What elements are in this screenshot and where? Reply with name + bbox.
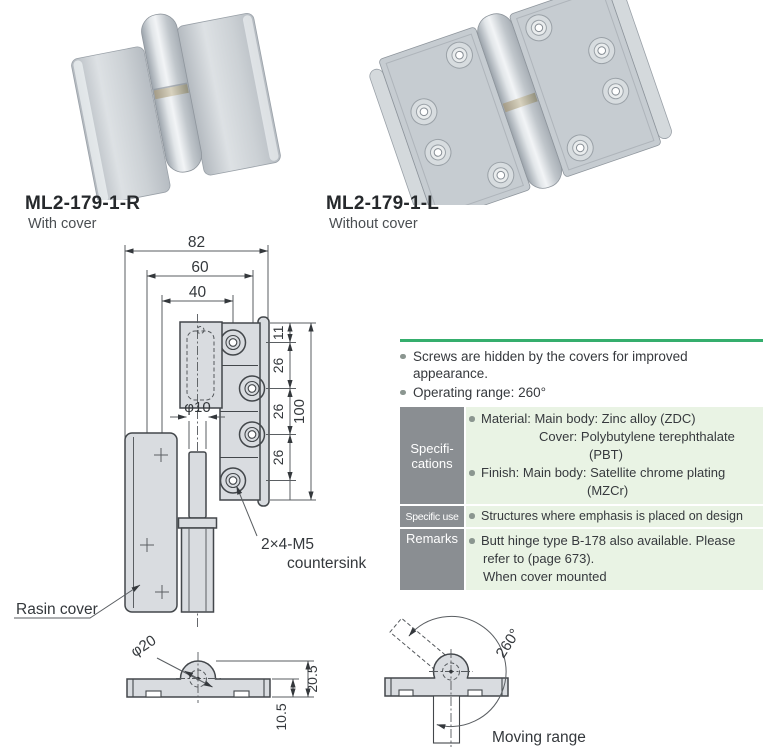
product-label-right: ML2-179-1-L Without cover [326, 193, 439, 232]
spec-label-specific-use: Specific use [400, 506, 464, 527]
note-screws-line1: Screws are hidden by the covers for impr… [413, 348, 688, 364]
dim-20-5-label: 20.5 [304, 665, 320, 692]
product-photo-without-cover [369, 0, 672, 205]
dim-11-label: 11 [270, 325, 286, 340]
bullet-icon [469, 410, 481, 428]
bullet-icon [400, 348, 413, 383]
remarks-line3: When cover mounted [483, 569, 607, 584]
dia-10-label: φ10 [184, 399, 210, 416]
notes-list: Screws are hidden by the covers for impr… [400, 348, 763, 402]
spec-cell-remarks: Butt hinge type B-178 also available. Pl… [466, 529, 763, 590]
note-operating-range-text: Operating range: 260° [413, 384, 546, 400]
bullet-icon [469, 507, 481, 525]
product-photo-with-cover [71, 12, 281, 200]
dim-82-label: 82 [188, 234, 205, 251]
center-marks [140, 448, 169, 599]
note-screws: Screws are hidden by the covers for impr… [400, 348, 763, 383]
dia-20-label: φ20 [128, 632, 159, 661]
spec-label-line2: cations [411, 455, 453, 471]
model-caption-left: With cover [28, 216, 97, 232]
screw-callout-line2: countersink [287, 555, 367, 572]
spec-label-specifications: Specifi- cations [400, 407, 464, 504]
angle-260-label: 260° [493, 626, 524, 661]
spec-cell-specific-use: Structures where emphasis is placed on d… [466, 506, 763, 527]
hinge-without-cover-illustration [369, 0, 672, 205]
bullet-icon [469, 532, 481, 550]
screw-bosses [410, 14, 630, 189]
note-operating-range: Operating range: 260° [400, 384, 763, 402]
spec-finish-line2: (MZCr) [587, 483, 629, 498]
dim-26c-label: 26 [270, 450, 286, 466]
screw-holes [219, 329, 266, 494]
moving-range-label: Moving range [492, 729, 586, 746]
hinge-with-cover-illustration [71, 12, 281, 200]
model-number-right: ML2-179-1-L [326, 193, 440, 214]
technical-drawing: .o{stroke:#43474b;stroke-width:1.5;fill:… [14, 234, 586, 747]
spec-table: Specifi- cations Material: Main body: Zi… [400, 407, 763, 590]
info-panel: Screws are hidden by the covers for impr… [400, 339, 763, 590]
accent-rule [400, 339, 763, 342]
specific-use-text: Structures where emphasis is placed on d… [481, 509, 743, 523]
dim-60-label: 60 [191, 259, 209, 276]
dim-26a-label: 26 [270, 358, 286, 374]
bottom-view: φ20 20.5 10.5 [126, 632, 320, 731]
dim-40-label: 40 [189, 284, 207, 301]
bullet-icon [469, 464, 481, 482]
dim-26b-label: 26 [270, 404, 286, 420]
dim-10-5-label: 10.5 [273, 703, 289, 730]
spec-material-line1: Material: Main body: Zinc alloy (ZDC) [469, 410, 763, 428]
spec-label-remarks: Remarks [400, 529, 464, 590]
dim-100-label: 100 [291, 399, 308, 424]
note-screws-line2: appearance. [413, 366, 489, 381]
spec-finish-line1: Finish: Main body: Satellite chrome plat… [469, 464, 763, 482]
moving-range-view: 260° Moving range [384, 615, 586, 747]
remarks-line2: refer to (page 673). [483, 551, 595, 566]
spec-material-line3: (PBT) [589, 447, 623, 462]
remarks-line1: Butt hinge type B-178 also available. Pl… [469, 532, 763, 550]
model-caption-right: Without cover [329, 216, 418, 232]
bullet-icon [400, 384, 413, 402]
model-number-left: ML2-179-1-R [25, 193, 141, 214]
screw-callout-line1: 2×4-M5 [261, 536, 314, 553]
spec-material-line2: Cover: Polybutylene terephthalate [539, 429, 735, 444]
product-label-left: ML2-179-1-R With cover [25, 193, 140, 232]
front-view: 82 60 40 [14, 234, 367, 628]
spec-label-line1: Specifi- [410, 440, 454, 456]
resin-cover-label: Rasin cover [16, 601, 98, 618]
spec-cell-specifications: Material: Main body: Zinc alloy (ZDC) Co… [466, 407, 763, 504]
